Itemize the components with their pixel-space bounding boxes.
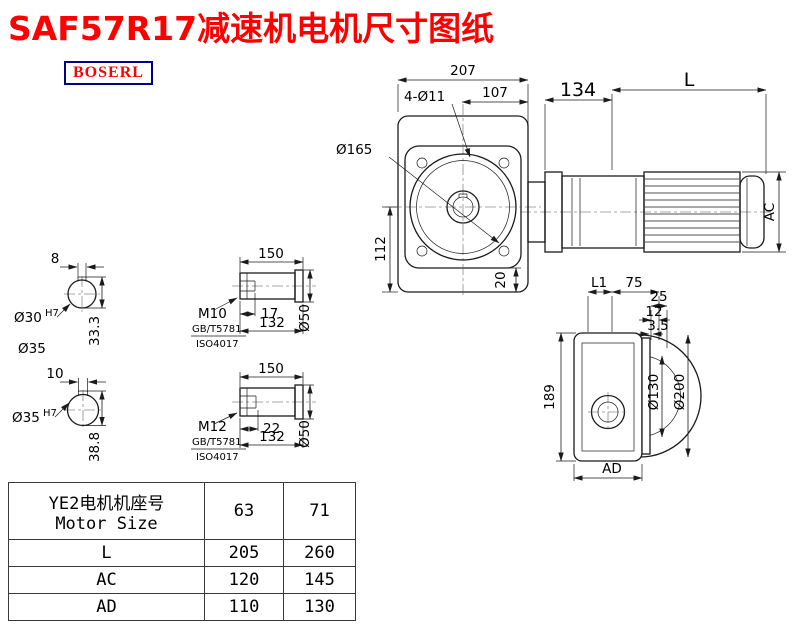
motor-size-label-cn: YE2电机机座号 <box>48 493 165 514</box>
brand-logo: BOSERL <box>64 61 153 85</box>
bore-dia-label-bottom: Ø35 <box>12 410 40 426</box>
key-depth-dim-top: 33.3 <box>87 316 103 346</box>
hub-dia-dim-top: Ø50 <box>297 304 313 332</box>
motor-size-table: YE2电机机座号 Motor Size 63 71 L 205 260 AC 1… <box>8 482 356 621</box>
AD-value-71: 130 <box>283 593 356 621</box>
side-height-dim: 189 <box>542 384 558 410</box>
shaft-length-dim-top: 150 <box>258 246 284 262</box>
L-value-63: 205 <box>204 539 284 567</box>
motor-front-view <box>520 171 772 253</box>
output-flange-dia-dim: Ø200 <box>672 374 688 410</box>
AD-value-63: 110 <box>204 593 284 621</box>
gearbox-side-view: 189 L1 75 25 12 3.5 Ø130 Ø200 AD <box>542 275 702 481</box>
thread-label-bottom: M12 <box>198 419 227 435</box>
dim-3-5-label: 3.5 <box>647 318 668 334</box>
dim-132-bottom: 132 <box>259 429 285 445</box>
dim-107-label: 107 <box>482 85 508 101</box>
size-63-cell: 63 <box>204 482 284 540</box>
dim-134-label: 134 <box>560 79 596 101</box>
flange-dia-label: Ø165 <box>336 142 372 158</box>
table-row-AD: AD 110 130 <box>8 593 356 621</box>
overall-width-dim: 207 <box>450 63 476 79</box>
AC-value-71: 145 <box>283 566 356 594</box>
hub-dia-dim-bottom: Ø50 <box>297 420 313 448</box>
dim-L1-label: L1 <box>591 275 607 291</box>
thread-depth-dim-top: 17 <box>261 306 278 322</box>
bore-dia-label-top: Ø30 <box>14 310 42 326</box>
shaft-detail-top: 150 M10 17 132 Ø50 GB/T5781 ISO4017 <box>191 246 316 350</box>
key-width-dim-bottom: 10 <box>46 366 63 382</box>
dim-12-label: 12 <box>645 304 662 320</box>
dim-25-label: 25 <box>650 289 667 305</box>
shaft-end-view-bottom: 10 Ø35 H7 38.8 <box>12 366 106 462</box>
table-row-AC: AC 120 145 <box>8 566 356 594</box>
dia-35-label: Ø35 <box>18 341 46 357</box>
motor-dia-dim: AC <box>762 203 778 221</box>
key-depth-dim-bottom: 38.8 <box>87 432 103 462</box>
std-iso-top: ISO4017 <box>196 339 239 350</box>
center-height-dim: 112 <box>373 236 389 262</box>
spigot-dia-dim: Ø130 <box>646 374 662 410</box>
shaft-detail-bottom: 150 M12 22 132 Ø50 GB/T5781 ISO4017 <box>191 361 316 463</box>
row-label-L: L <box>8 539 205 567</box>
AC-value-63: 120 <box>204 566 284 594</box>
shaft-length-dim-bottom: 150 <box>258 361 284 377</box>
std-iso-bottom: ISO4017 <box>196 452 239 463</box>
thread-depth-dim-bottom: 22 <box>263 421 280 437</box>
size-71-cell: 71 <box>283 482 356 540</box>
bolt-holes-label: 4-Ø11 <box>404 89 445 105</box>
thread-label-top: M10 <box>198 306 227 322</box>
shaft-end-view-top: 8 Ø30 H7 33.3 Ø35 <box>14 251 106 357</box>
std-gb-bottom: GB/T5781 <box>192 437 242 448</box>
dim-132-top: 132 <box>259 315 285 331</box>
dim-20-label: 20 <box>493 271 509 288</box>
motor-length-dim: L <box>684 69 695 91</box>
std-gb-top: GB/T5781 <box>192 324 242 335</box>
table-header-row: YE2电机机座号 Motor Size 63 71 <box>8 482 356 540</box>
row-label-AC: AC <box>8 566 205 594</box>
motor-size-label-en: Motor Size <box>55 513 158 534</box>
L-value-71: 260 <box>283 539 356 567</box>
key-width-dim-top: 8 <box>51 251 60 267</box>
row-label-AD: AD <box>8 593 205 621</box>
page-title: SAF57R17减速机电机尺寸图纸 <box>8 9 495 48</box>
table-row-L: L 205 260 <box>8 539 356 567</box>
dim-AD-label: AD <box>602 461 622 477</box>
bore-tol-label-top: H7 <box>45 308 59 319</box>
dim-75-label: 75 <box>625 275 642 291</box>
front-view-dimensions: 207 4-Ø11 107 Ø165 112 20 134 L AC <box>336 63 786 293</box>
motor-size-header-cell: YE2电机机座号 Motor Size <box>8 482 205 540</box>
bore-tol-label-bottom: H7 <box>43 408 57 419</box>
gearbox-front-view <box>385 104 541 298</box>
